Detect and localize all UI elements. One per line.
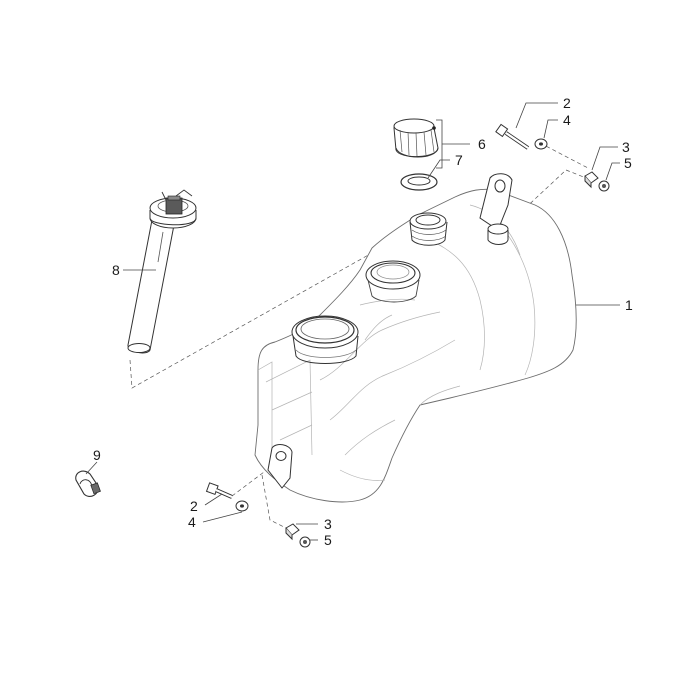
callout-spacer-top: 3: [622, 139, 630, 155]
washer-bottom-icon[interactable]: [235, 500, 249, 512]
callout-cap-kit: 6: [478, 136, 486, 152]
callout-washer-bottom: 4: [188, 514, 196, 530]
callout-screw-top: 2: [563, 95, 571, 111]
cap-kit-marker: [432, 126, 436, 130]
callout-spacer-bottom: 3: [324, 516, 332, 532]
callout-clip: 9: [93, 447, 101, 463]
cap-gasket-icon[interactable]: [400, 173, 438, 191]
callout-tank: 1: [625, 297, 633, 313]
leader-lines: [85, 102, 620, 541]
spacer-bottom-icon[interactable]: [285, 523, 300, 541]
fuel-level-sender-icon[interactable]: [127, 189, 197, 354]
hose-clip-icon[interactable]: [75, 470, 101, 497]
spacer-top-icon[interactable]: [584, 171, 599, 189]
nut-top-icon[interactable]: [598, 180, 610, 192]
washer-top-icon[interactable]: [534, 138, 548, 150]
callout-nut-top: 5: [624, 155, 632, 171]
callout-labels: 1 2 4 3 5 6 7 8 9 2 4 3 5: [93, 95, 633, 548]
screw-top-icon[interactable]: [495, 123, 530, 150]
nut-bottom-icon[interactable]: [299, 536, 311, 548]
callout-nut-bottom: 5: [324, 532, 332, 548]
callout-washer-top: 4: [563, 112, 571, 128]
screw-bottom-icon[interactable]: [205, 482, 233, 499]
filler-cap-icon[interactable]: [393, 118, 439, 158]
callout-sender: 8: [112, 262, 120, 278]
fuel-tank-icon[interactable]: [254, 173, 577, 503]
callout-screw-bottom: 2: [190, 498, 198, 514]
callout-gasket: 7: [455, 152, 463, 168]
